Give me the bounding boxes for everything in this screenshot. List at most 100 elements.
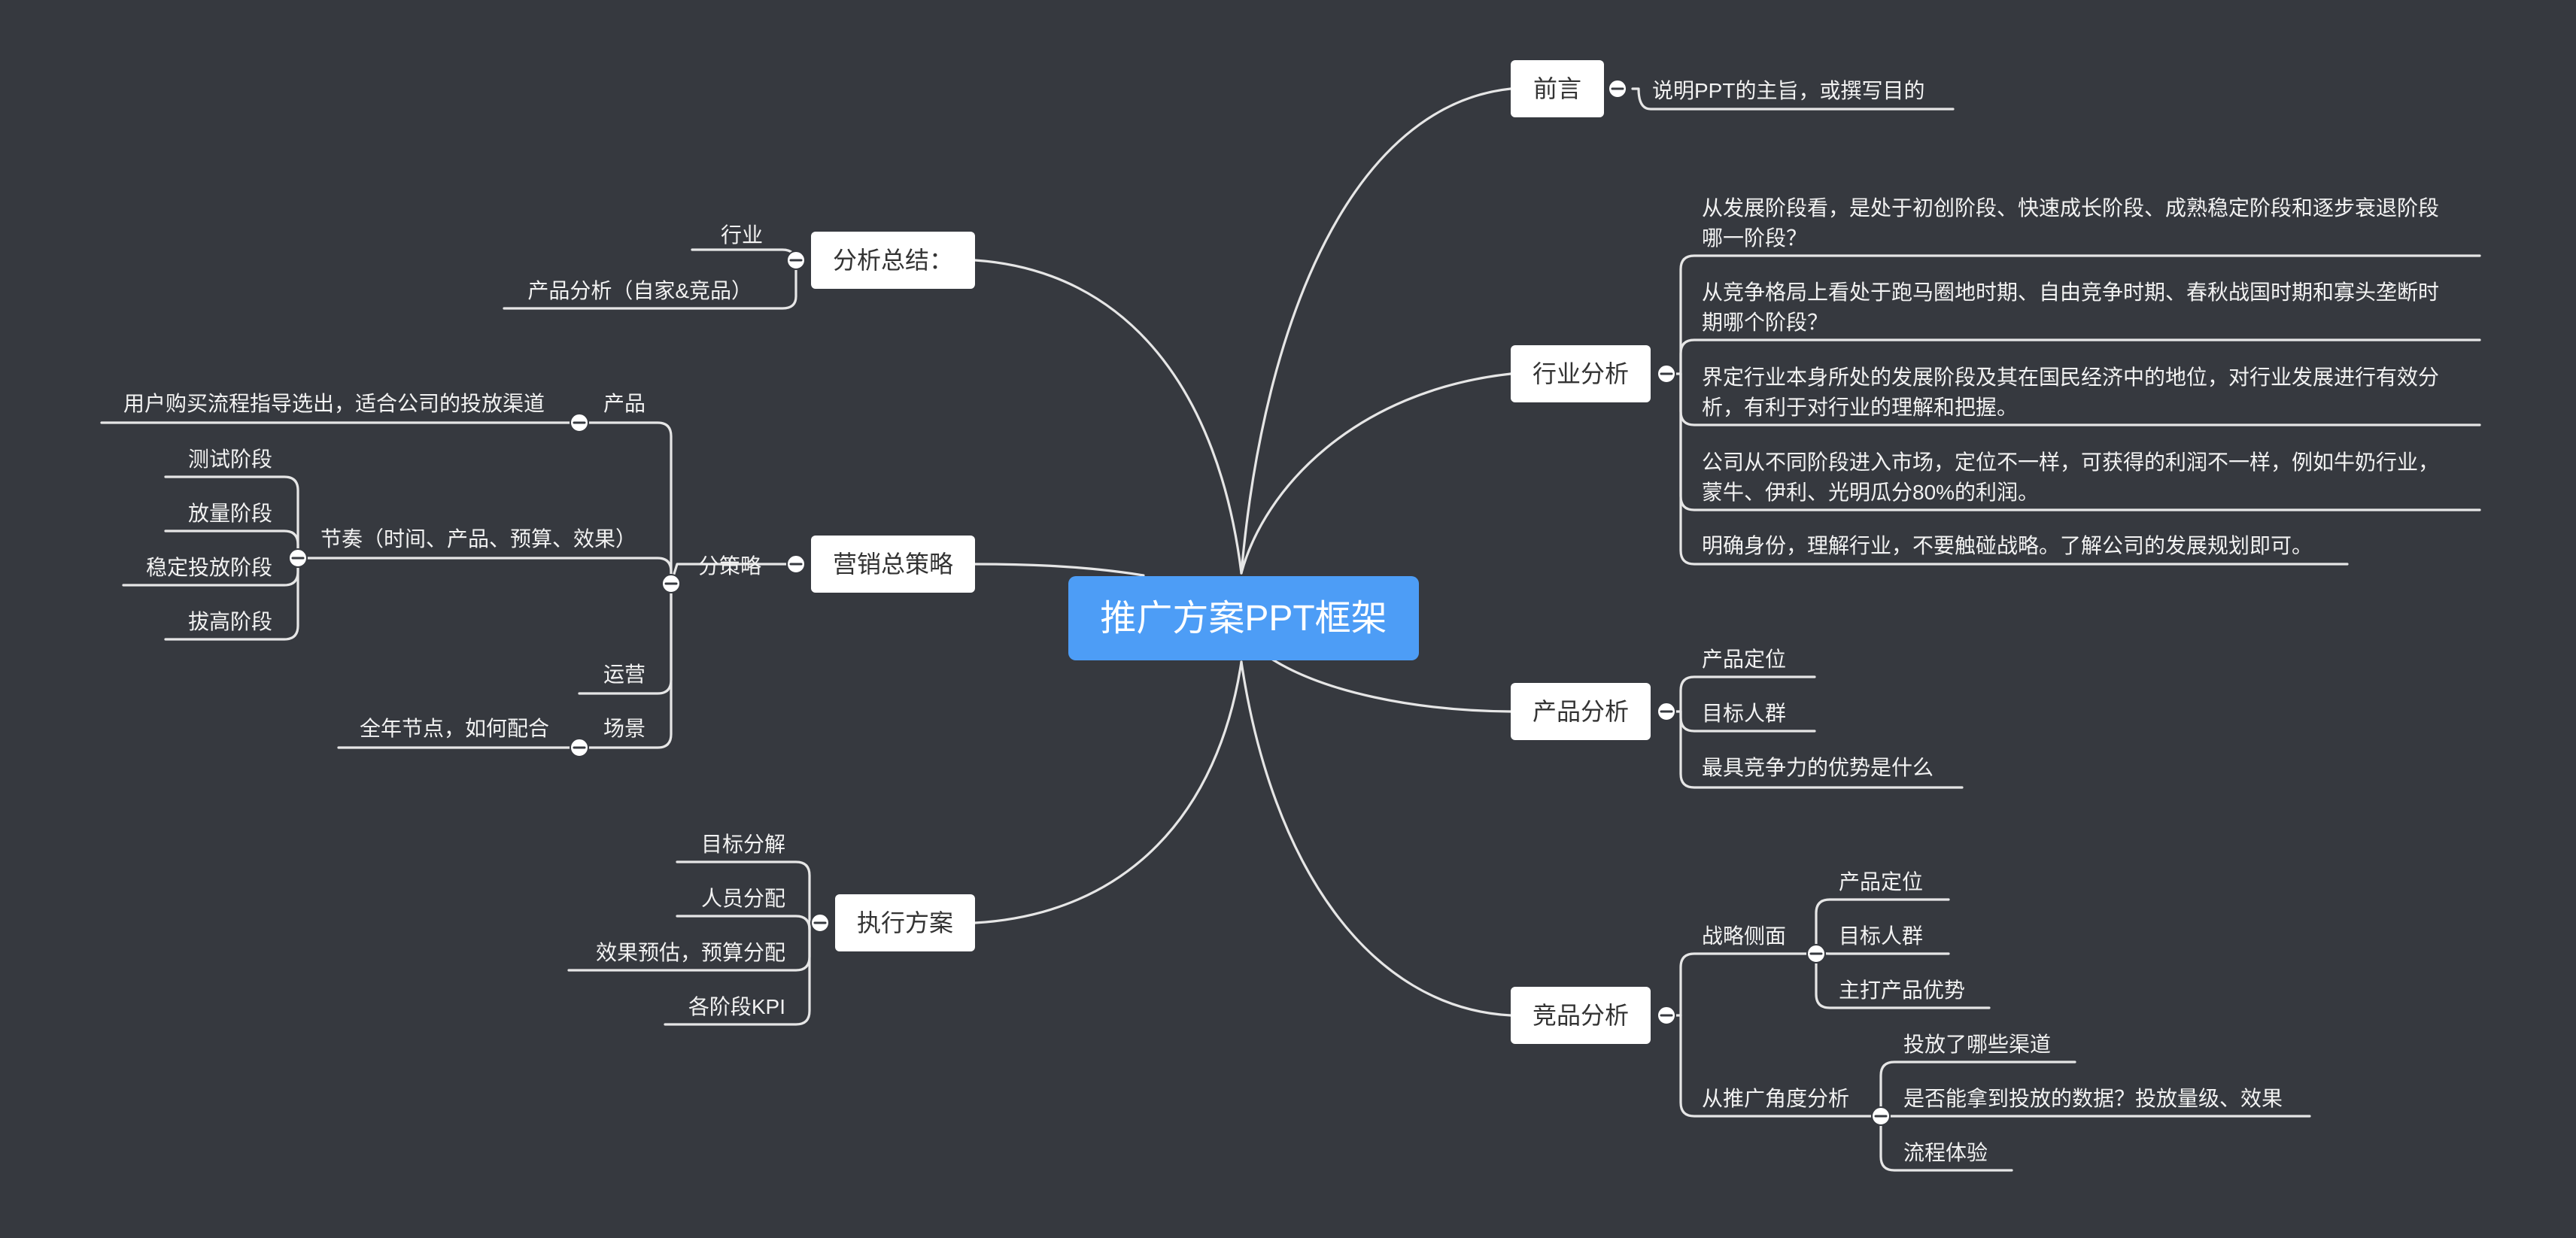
toggle-promotion[interactable] (1871, 1106, 1891, 1126)
conn-product-i0 (1679, 675, 1816, 713)
summary-item-1[interactable]: 产品分析（自家&竞品） (527, 279, 752, 302)
conn-root-industry (1240, 372, 1512, 575)
conn-promotion-i0 (1879, 1060, 2076, 1118)
promotion-item-2[interactable]: 流程体验 (1903, 1141, 1988, 1164)
sub-rhythm-label[interactable]: 节奏（时间、产品、预算、效果） (320, 527, 636, 551)
conn-strategy-i2 (1815, 952, 1991, 1009)
execution-item-3[interactable]: 各阶段KPI (688, 995, 785, 1018)
sub-product-label[interactable]: 产品 (603, 392, 646, 415)
rhythm-item-0[interactable]: 测试阶段 (188, 448, 272, 471)
rhythm-item-1[interactable]: 放量阶段 (188, 502, 272, 525)
topic-marketing-label: 营销总策略 (833, 551, 953, 578)
toggle-sub-rhythm[interactable] (288, 548, 308, 568)
conn-rhythm-i3 (164, 557, 299, 641)
toggle-marketing[interactable] (786, 554, 806, 574)
sub-product-item-0[interactable]: 用户购买流程指导选出，适合公司的投放渠道 (123, 392, 545, 415)
topic-competitor-label: 竞品分析 (1533, 1002, 1629, 1029)
competitor-promotion-label[interactable]: 从推广角度分析 (1702, 1087, 1849, 1110)
execution-item-0[interactable]: 目标分解 (701, 833, 785, 856)
strategy-item-0[interactable]: 产品定位 (1839, 870, 1923, 894)
promotion-item-0[interactable]: 投放了哪些渠道 (1903, 1033, 2051, 1056)
industry-item-3-line-0[interactable]: 公司从不同阶段进入市场，定位不一样，可获得的利润不一样，例如牛奶行业， (1702, 451, 2439, 474)
marketing-sub-label[interactable]: 分策略 (698, 554, 761, 578)
toggle-substrategy[interactable] (661, 574, 681, 593)
conn-root-execution (974, 660, 1243, 924)
summary-item-0[interactable]: 行业 (721, 223, 763, 247)
topic-industry[interactable]: 行业分析 (1511, 345, 1651, 402)
toggle-sub-scene[interactable] (570, 738, 589, 757)
conn-summary-i0 (691, 248, 797, 265)
rhythm-item-3[interactable]: 拔高阶段 (188, 610, 272, 633)
toggle-product[interactable] (1657, 702, 1676, 721)
product-item-0[interactable]: 产品定位 (1702, 648, 1786, 671)
industry-item-1-line-0[interactable]: 从竞争格局上看处于跑马圈地时期、自由竞争时期、春秋战国时期和寡头垄断时 (1702, 281, 2439, 304)
conn-strategy-i0 (1815, 898, 1950, 955)
conn-industry-i4 (1679, 372, 2349, 566)
conn-strategy-i1 (1815, 946, 1950, 955)
conn-root-marketing (974, 563, 1145, 577)
topic-preface[interactable]: 前言 (1511, 60, 1604, 117)
conn-promotion-i2 (1879, 1115, 2013, 1172)
preface-item-0[interactable]: 说明PPT的主旨，或撰写目的 (1652, 79, 1924, 102)
industry-item-0-line-0[interactable]: 从发展阶段看，是处于初创阶段、快速成长阶段、成熟稳定阶段和逐步衰退阶段 (1702, 196, 2439, 220)
conn-rhythm-i1 (164, 529, 299, 560)
conn-preface-leaf (1631, 87, 1955, 111)
topic-competitor-box (1511, 987, 1651, 1044)
toggle-competitor[interactable] (1657, 1006, 1676, 1025)
toggle-preface[interactable] (1608, 79, 1627, 99)
strategy-item-1[interactable]: 目标人群 (1839, 924, 1923, 948)
topic-marketing-box (811, 536, 975, 593)
conn-rhythm-i0 (164, 475, 299, 560)
conn-substrategy-product (578, 421, 673, 585)
conn-industry-i0 (1679, 254, 2481, 375)
root-node-box (1068, 576, 1419, 660)
industry-item-4-line-0[interactable]: 明确身份，理解行业，不要触碰战略。了解公司的发展规划即可。 (1702, 534, 2313, 557)
industry-item-2-line-0[interactable]: 界定行业本身所处的发展阶段及其在国民经济中的地位，对行业发展进行有效分 (1702, 366, 2439, 389)
toggle-execution[interactable] (810, 913, 830, 933)
toggle-summary[interactable] (786, 250, 806, 270)
toggle-strategy[interactable] (1806, 944, 1826, 963)
topic-competitor[interactable]: 竞品分析 (1511, 987, 1651, 1044)
conn-summary-i1 (503, 259, 797, 310)
conn-competitor-strategy (1679, 952, 1818, 1017)
conn-substrategy-scene (578, 582, 673, 749)
product-item-1[interactable]: 目标人群 (1702, 702, 1786, 725)
conn-execution-i1 (676, 915, 811, 931)
topic-industry-label: 行业分析 (1533, 360, 1629, 387)
topic-product[interactable]: 产品分析 (1511, 683, 1651, 740)
sub-operation-label[interactable]: 运营 (603, 663, 646, 686)
sub-scene-item-0[interactable]: 全年节点，如何配合 (360, 717, 549, 740)
root-node[interactable]: 推广方案PPT框架 (1068, 576, 1419, 660)
strategy-item-2[interactable]: 主打产品优势 (1839, 979, 1965, 1002)
industry-item-1-line-1[interactable]: 期哪个阶段？ (1702, 311, 1828, 334)
industry-item-3-line-1[interactable]: 蒙牛、伊利、光明瓜分80%的利润。 (1702, 481, 2039, 504)
execution-item-1[interactable]: 人员分配 (701, 887, 785, 910)
conn-competitor-promotion (1679, 1014, 1879, 1118)
topic-execution-box (835, 894, 975, 951)
conn-root-preface (1240, 87, 1512, 575)
toggle-industry[interactable] (1657, 364, 1676, 384)
conn-execution-i0 (676, 860, 811, 924)
topic-summary[interactable]: 分析总结： (811, 232, 975, 289)
topic-product-label: 产品分析 (1533, 698, 1629, 725)
topic-marketing[interactable]: 营销总策略 (811, 536, 975, 593)
conn-root-competitor (1240, 660, 1512, 1017)
root-title: 推广方案PPT框架 (1100, 599, 1387, 639)
competitor-strategy-label[interactable]: 战略侧面 (1702, 924, 1786, 948)
industry-item-0-line-1[interactable]: 哪一阶段？ (1702, 226, 1807, 250)
toggle-sub-product[interactable] (570, 413, 589, 432)
promotion-item-1[interactable]: 是否能拿到投放的数据？投放量级、效果 (1903, 1087, 2283, 1110)
conn-root-product (1270, 657, 1512, 713)
industry-item-2-line-1[interactable]: 析，有利于对行业的理解和把握。 (1702, 396, 2018, 419)
sub-scene-label[interactable]: 场景 (603, 717, 646, 740)
topic-preface-box (1511, 60, 1604, 117)
rhythm-item-2[interactable]: 稳定投放阶段 (146, 556, 272, 579)
product-item-2[interactable]: 最具竞争力的优势是什么 (1702, 756, 1934, 779)
conn-product-i2 (1679, 710, 1964, 789)
topic-industry-box (1511, 345, 1651, 402)
topic-execution[interactable]: 执行方案 (835, 894, 975, 951)
topic-preface-label: 前言 (1533, 75, 1581, 102)
conn-industry-i1 (1679, 338, 2481, 375)
execution-item-2[interactable]: 效果预估，预算分配 (596, 941, 785, 964)
